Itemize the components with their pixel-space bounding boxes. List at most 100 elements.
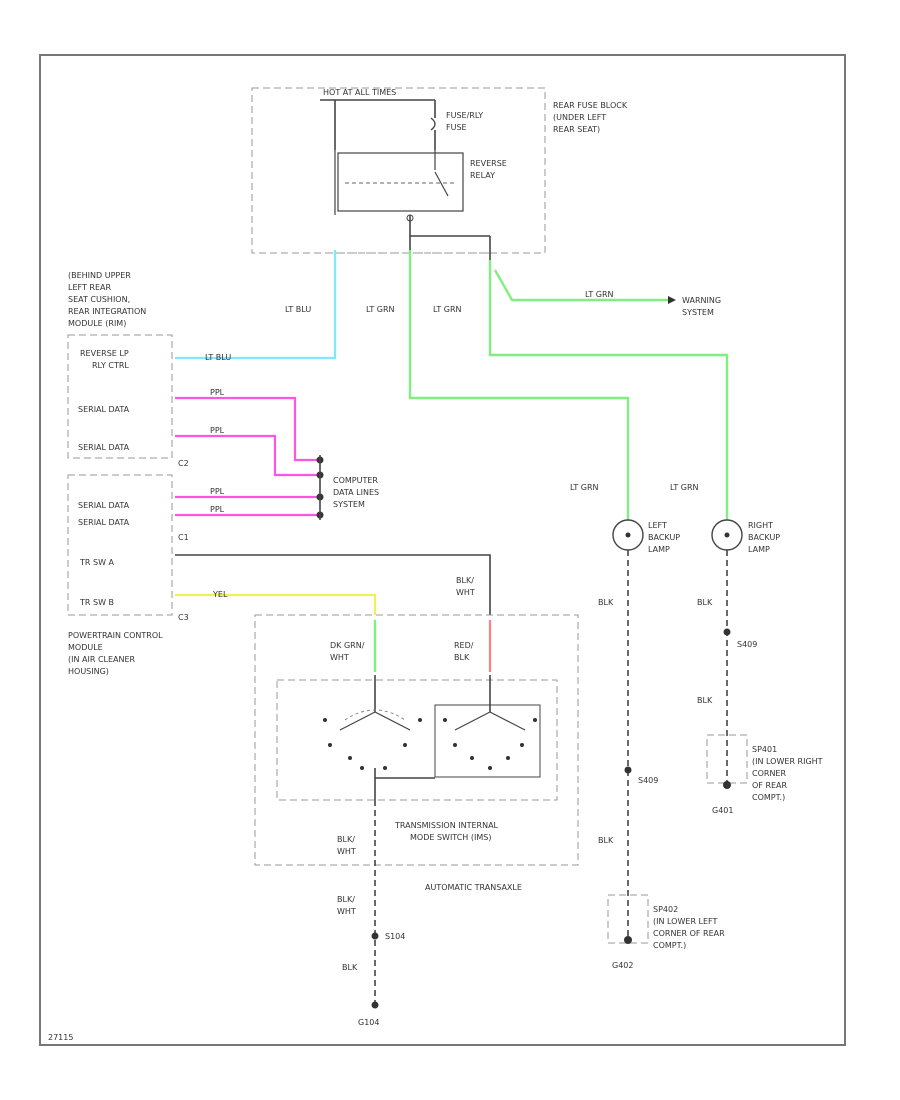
pcm-label: POWERTRAIN CONTROL MODULE (IN AIR CLEANE… xyxy=(68,631,163,676)
g401-ground xyxy=(723,781,731,789)
svg-text:LEFT REAR: LEFT REAR xyxy=(68,283,111,292)
svg-text:WHT: WHT xyxy=(337,907,356,916)
svg-text:SYSTEM: SYSTEM xyxy=(333,500,365,509)
svg-text:HOUSING): HOUSING) xyxy=(68,667,109,676)
lt-grn-label-4: LT GRN xyxy=(670,483,699,492)
svg-text:BLK/: BLK/ xyxy=(337,895,355,904)
ppl-label-4: PPL xyxy=(210,505,225,514)
relay-output-terminal xyxy=(406,214,414,222)
range-switch-box xyxy=(276,679,558,801)
serial-data-pin-4: SERIAL DATA xyxy=(78,518,130,527)
trs-a-pin: TR SW A xyxy=(79,558,115,567)
svg-text:LAMP: LAMP xyxy=(748,545,770,554)
svg-text:CORNER OF REAR: CORNER OF REAR xyxy=(653,929,725,938)
hot-at-all-times-label: HOT AT ALL TIMES xyxy=(323,88,396,97)
yel-label: YEL xyxy=(212,590,228,599)
svg-text:REAR INTEGRATION: REAR INTEGRATION xyxy=(68,307,146,316)
s409-splice-left xyxy=(624,766,632,774)
svg-text:RED/: RED/ xyxy=(454,641,474,650)
lt-grn-label-3: LT GRN xyxy=(570,483,599,492)
svg-text:WHT: WHT xyxy=(337,847,356,856)
lt-grn-label-1: LT GRN xyxy=(366,305,395,314)
left-backup-lamp-label: LEFT BACKUP LAMP xyxy=(648,521,680,554)
svg-text:REVERSE: REVERSE xyxy=(470,159,507,168)
svg-text:COMPUTER: COMPUTER xyxy=(333,476,378,485)
reverse-relay xyxy=(337,152,464,212)
lt-blu-inline-label: LT BLU xyxy=(205,353,231,362)
serial-data-pin-3: SERIAL DATA xyxy=(78,501,130,510)
diagram-id: 27115 xyxy=(48,1033,73,1042)
svg-text:LAMP: LAMP xyxy=(648,545,670,554)
lt-grn-warning-label: LT GRN xyxy=(585,290,614,299)
dk-grn-wht-label: DK GRN/ WHT xyxy=(330,641,365,662)
range-switch-label: TRANSMISSION INTERNAL MODE SWITCH (IMS) xyxy=(394,821,499,842)
blk-label-g104: BLK xyxy=(342,963,358,972)
svg-text:REAR FUSE BLOCK: REAR FUSE BLOCK xyxy=(553,101,628,110)
g401-label: G401 xyxy=(712,806,733,815)
svg-text:SP401: SP401 xyxy=(752,745,777,754)
blk-wht-label-3: BLK/ WHT xyxy=(337,895,356,916)
svg-text:DK GRN/: DK GRN/ xyxy=(330,641,365,650)
rear-fuse-block-label: REAR FUSE BLOCK (UNDER LEFT REAR SEAT) xyxy=(553,101,628,134)
blk-label-left-2: BLK xyxy=(598,836,614,845)
lt-grn-label-2: LT GRN xyxy=(433,305,462,314)
svg-text:MODULE (RIM): MODULE (RIM) xyxy=(68,319,126,328)
right-backup-lamp-label: RIGHT BACKUP LAMP xyxy=(748,521,780,554)
s409-label-right: S409 xyxy=(737,640,757,649)
blk-wht-label-2: BLK/ WHT xyxy=(337,835,356,856)
ppl-wire-1 xyxy=(175,396,318,462)
reverse-lp-rly-ctrl-pin: REVERSE LP RLY CTRL xyxy=(80,349,129,370)
blk-label-left-1: BLK xyxy=(598,598,614,607)
pcm-box xyxy=(67,474,173,616)
ims-switch-left xyxy=(323,709,422,770)
c1-label: C1 xyxy=(178,533,189,542)
fuse-symbol xyxy=(430,117,436,131)
svg-text:WARNING: WARNING xyxy=(682,296,721,305)
ppl-label-2: PPL xyxy=(210,426,225,435)
svg-text:DATA LINES: DATA LINES xyxy=(333,488,379,497)
g104-label: G104 xyxy=(358,1018,379,1027)
lt-grn-warning-wire xyxy=(493,269,668,302)
svg-text:MODULE: MODULE xyxy=(68,643,103,652)
svg-text:OF REAR: OF REAR xyxy=(752,781,788,790)
svg-text:FUSE/RLY: FUSE/RLY xyxy=(446,111,483,120)
diagram-frame xyxy=(39,54,846,1046)
warning-arrow xyxy=(668,296,676,304)
blk-wht-trs-a-wire xyxy=(175,554,491,615)
svg-text:(IN LOWER RIGHT: (IN LOWER RIGHT xyxy=(752,757,823,766)
s409-splice-right xyxy=(723,628,731,636)
module-location-label: (BEHIND UPPER LEFT REAR SEAT CUSHION, RE… xyxy=(68,271,146,328)
warning-system-label: WARNING SYSTEM xyxy=(682,296,721,317)
right-lamp-filament xyxy=(724,532,730,538)
svg-text:RIGHT: RIGHT xyxy=(748,521,773,530)
g402-ground xyxy=(624,936,632,944)
c2-label: C2 xyxy=(178,459,189,468)
g104-ground xyxy=(371,1001,379,1009)
svg-text:SYSTEM: SYSTEM xyxy=(682,308,714,317)
blk-wht-label-1: BLK/ WHT xyxy=(456,576,475,597)
svg-text:BACKUP: BACKUP xyxy=(648,533,680,542)
blk-label-right-2: BLK xyxy=(697,696,713,705)
fuse-label: FUSE/RLY FUSE xyxy=(446,111,483,132)
svg-text:BACKUP: BACKUP xyxy=(748,533,780,542)
svg-text:WHT: WHT xyxy=(456,588,475,597)
ppl-label-3: PPL xyxy=(210,487,225,496)
relay-contact xyxy=(434,171,449,197)
rear-fuse-block-box xyxy=(251,87,546,254)
blk-label-right-1: BLK xyxy=(697,598,713,607)
svg-text:SP402: SP402 xyxy=(653,905,678,914)
ims-switch-right xyxy=(434,704,541,778)
svg-text:CORNER: CORNER xyxy=(752,769,786,778)
sp401-label: SP401 (IN LOWER RIGHT CORNER OF REAR COM… xyxy=(752,745,823,802)
svg-text:RLY CTRL: RLY CTRL xyxy=(92,361,129,370)
svg-text:BLK/: BLK/ xyxy=(456,576,474,585)
svg-text:POWERTRAIN CONTROL: POWERTRAIN CONTROL xyxy=(68,631,163,640)
svg-text:LEFT: LEFT xyxy=(648,521,667,530)
svg-text:(UNDER LEFT: (UNDER LEFT xyxy=(553,113,606,122)
svg-text:REAR SEAT): REAR SEAT) xyxy=(553,125,600,134)
c3-label: C3 xyxy=(178,613,189,622)
svg-text:BLK/: BLK/ xyxy=(337,835,355,844)
red-blk-label: RED/ BLK xyxy=(454,641,474,662)
yel-trs-b-wire xyxy=(175,593,377,615)
